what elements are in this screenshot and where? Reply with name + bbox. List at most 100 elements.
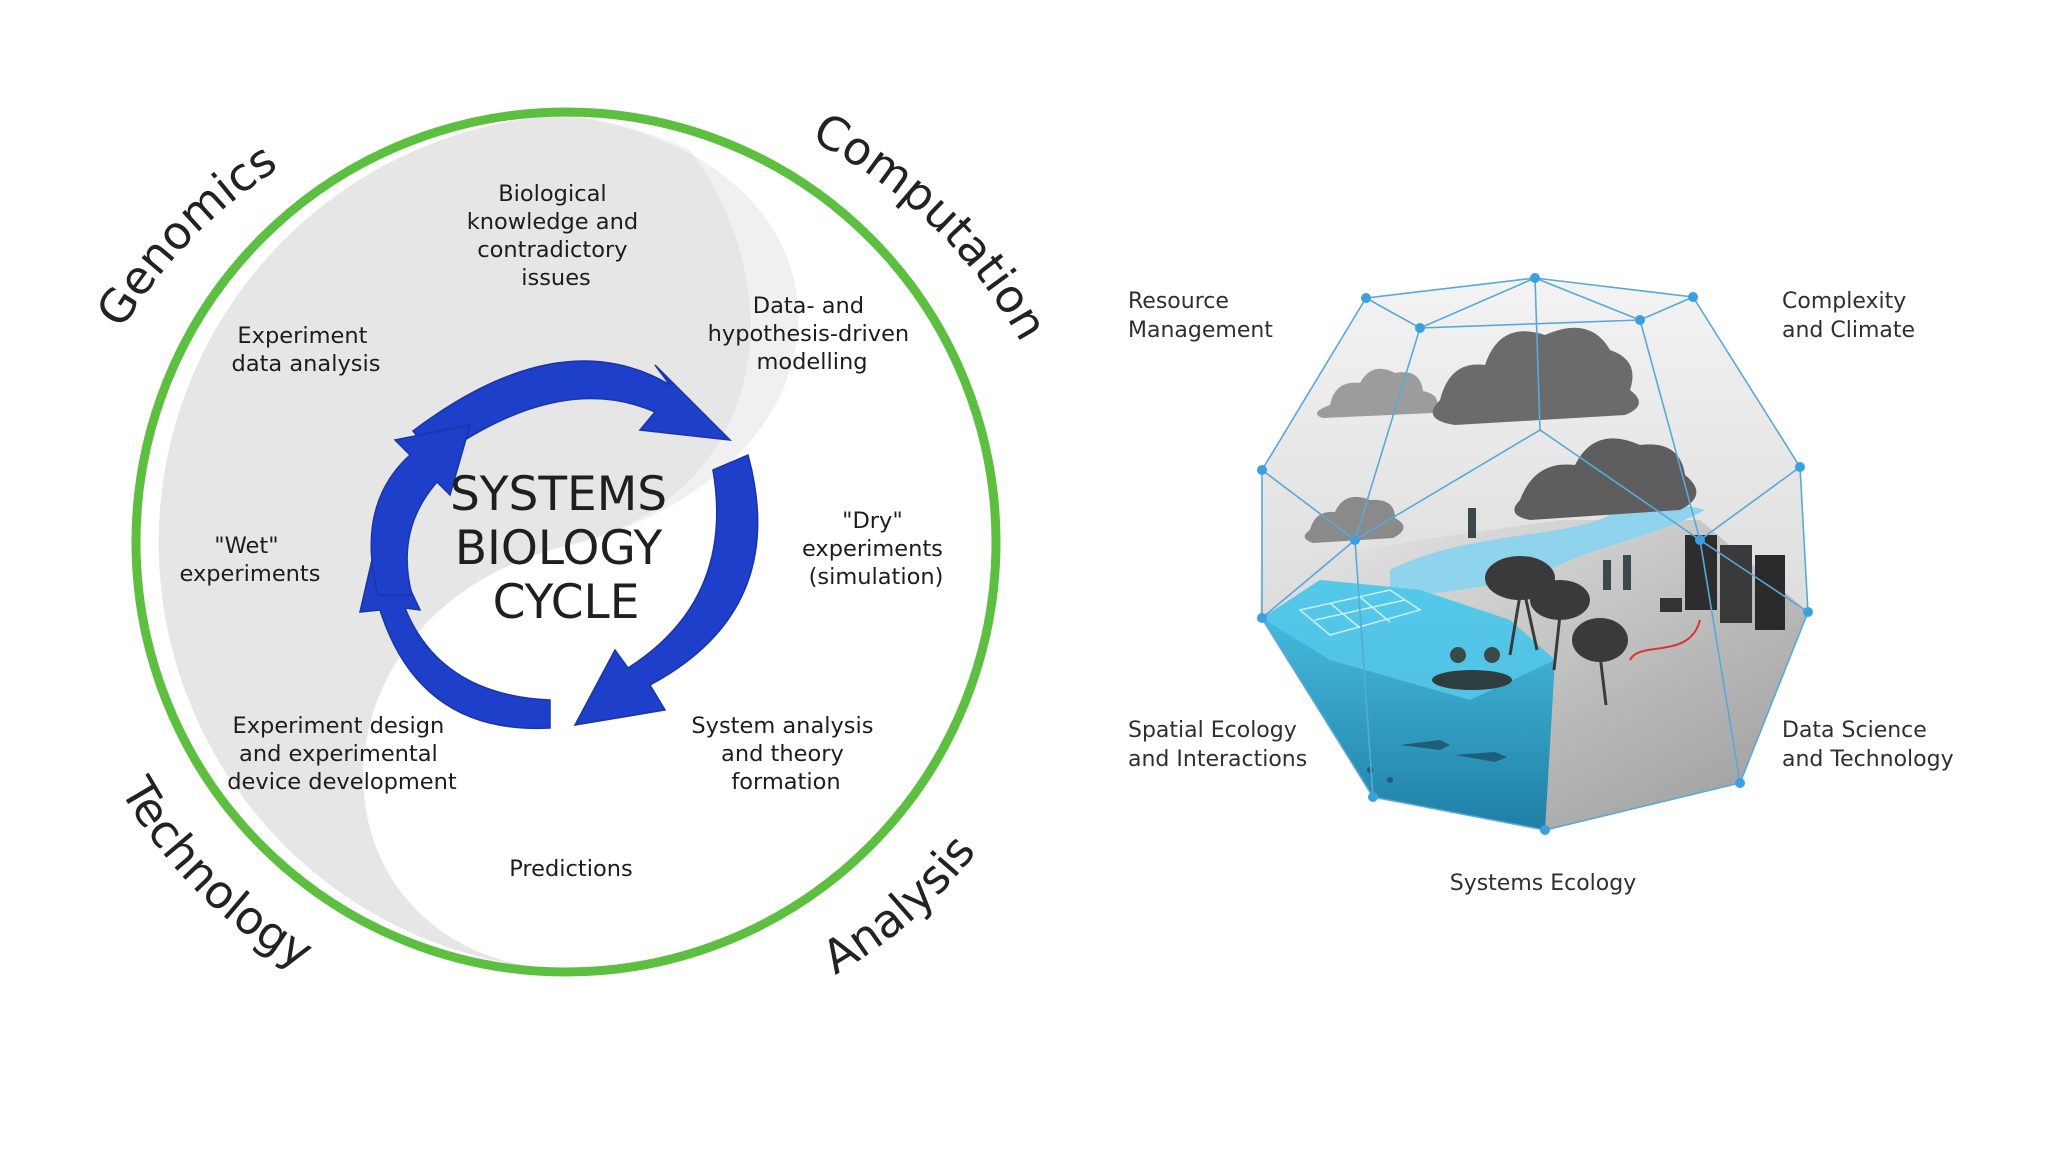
shark-icon <box>1455 752 1507 762</box>
river <box>1390 505 1705 600</box>
roots-icon <box>1508 594 1608 706</box>
label-complexity-climate: Complexity and Climate <box>1782 289 1915 343</box>
step-line: formation <box>731 769 840 795</box>
step-line: System analysis <box>691 713 873 739</box>
outer-ring <box>131 107 1001 977</box>
arrow-right <box>573 453 759 726</box>
person-icon <box>1450 647 1466 663</box>
vertex <box>1540 825 1550 835</box>
analysis-text: Analysis <box>813 824 986 984</box>
label-line: Spatial Ecology <box>1128 718 1297 743</box>
cloud-icon <box>1304 496 1404 543</box>
label-line: Data Science <box>1782 718 1927 743</box>
step-wet-experiments: "Wet" experiments <box>180 533 321 587</box>
label-line: Systems Ecology <box>1450 871 1637 896</box>
vertex <box>1415 323 1425 333</box>
step-line: Predictions <box>509 856 633 882</box>
server-racks <box>1629 535 1785 661</box>
arc-label-analysis: Analysis <box>813 824 986 984</box>
step-line: and experimental <box>239 741 438 767</box>
step-predictions: Predictions <box>509 856 633 882</box>
step-line: data analysis <box>232 351 381 377</box>
vertex <box>1368 792 1378 802</box>
vertex <box>1257 465 1267 475</box>
vertex <box>1361 293 1371 303</box>
tree-icon <box>1530 580 1590 620</box>
step-line: contradictory <box>477 237 627 263</box>
cloud-icon <box>1514 438 1697 520</box>
vertex <box>1695 535 1705 545</box>
step-line: Data- and <box>753 293 864 319</box>
people <box>1432 508 1631 690</box>
vertex <box>1688 292 1698 302</box>
fish-icon <box>1367 767 1373 773</box>
step-biological-knowledge: Biological knowledge and contradictory i… <box>467 181 646 291</box>
arrow-left <box>370 424 472 596</box>
label-line: Resource <box>1128 289 1229 314</box>
vertex <box>1735 778 1745 788</box>
underwater-life <box>1367 740 1507 783</box>
cable-icon <box>1629 619 1701 661</box>
step-line: Experiment <box>237 323 367 349</box>
server-icon <box>1720 545 1752 623</box>
vertex <box>1635 315 1645 325</box>
step-line: hypothesis-driven <box>708 321 910 347</box>
monitor-icon <box>1660 598 1682 612</box>
grid-icon <box>1298 589 1422 636</box>
center-title-line-3: CYCLE <box>493 575 640 630</box>
mangrove-trees <box>1485 556 1628 706</box>
step-line: and theory <box>721 741 844 767</box>
vertex <box>1795 462 1805 472</box>
person-icon <box>1623 555 1631 590</box>
arrow-top <box>411 360 733 461</box>
server-icon <box>1755 555 1785 630</box>
swirl-background-right <box>566 115 799 545</box>
label-line: and Climate <box>1782 318 1915 343</box>
step-line: "Wet" <box>214 533 278 559</box>
cycle-arrows <box>359 360 759 730</box>
systems-biology-diagram: SYSTEMS BIOLOGY CYCLE Genomics Computati… <box>86 102 1059 985</box>
center-title-line-2: BIOLOGY <box>455 521 663 576</box>
label-line: Complexity <box>1782 289 1906 314</box>
step-line: modelling <box>756 349 867 375</box>
step-line: knowledge and <box>467 209 638 235</box>
tree-icon <box>1572 618 1628 662</box>
clouds <box>1304 327 1697 543</box>
center-title: SYSTEMS BIOLOGY CYCLE <box>450 467 682 630</box>
step-line: issues <box>521 265 591 291</box>
diver-icon <box>1400 740 1450 750</box>
vertex <box>1257 613 1267 623</box>
fish-icon <box>1387 777 1393 783</box>
step-line: Biological <box>498 181 606 207</box>
label-line: and Technology <box>1782 747 1954 772</box>
step-line: (simulation) <box>809 564 944 590</box>
step-line: experiments <box>802 536 943 562</box>
label-line: Management <box>1128 318 1273 343</box>
vertex <box>1530 273 1540 283</box>
label-data-science: Data Science and Technology <box>1782 718 1954 772</box>
label-systems-ecology: Systems Ecology <box>1450 871 1637 896</box>
person-icon <box>1484 647 1500 663</box>
step-data-analysis: Experiment data analysis <box>232 323 381 377</box>
step-line: "Dry" <box>842 508 903 534</box>
step-line: Experiment design <box>233 713 445 739</box>
systems-ecology-diagram: Resource Management Complexity and Clima… <box>1128 273 1954 896</box>
step-data-modelling: Data- and hypothesis-driven modelling <box>708 293 917 375</box>
polyhedron-vertices <box>1257 273 1813 835</box>
label-resource-management: Resource Management <box>1128 289 1273 343</box>
swirl-background <box>158 115 799 970</box>
label-line: and Interactions <box>1128 747 1307 772</box>
sea-surface <box>1262 580 1555 700</box>
center-title-line-1: SYSTEMS <box>450 467 667 522</box>
vertex <box>1803 607 1813 617</box>
person-icon <box>1603 560 1611 590</box>
step-line: experiments <box>180 561 321 587</box>
step-line: device development <box>227 769 457 795</box>
step-experiment-design: Experiment design and experimental devic… <box>227 713 457 795</box>
person-icon <box>1468 508 1476 538</box>
cloud-icon <box>1432 327 1639 425</box>
boat-icon <box>1432 670 1512 690</box>
vertex <box>1350 535 1360 545</box>
cloud-icon <box>1316 368 1438 418</box>
